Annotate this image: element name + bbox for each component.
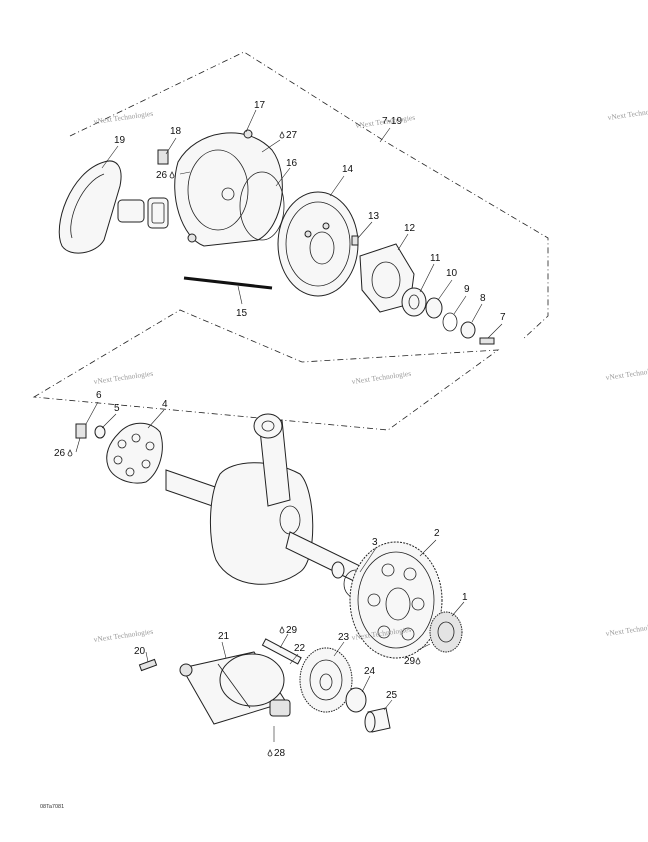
callout-9: 9 bbox=[464, 284, 470, 295]
drop-icon bbox=[415, 657, 421, 665]
part-5-washer bbox=[94, 425, 106, 439]
callout-10: 10 bbox=[446, 268, 458, 279]
callout-1: 1 bbox=[462, 592, 468, 603]
callout-19-cover: 19 bbox=[114, 135, 126, 146]
drop-icon bbox=[67, 449, 73, 457]
part-4-flywheel-plate bbox=[106, 422, 163, 484]
part-21-starter bbox=[179, 651, 291, 725]
callout-28: 28 bbox=[274, 748, 286, 759]
part-2-gear bbox=[349, 541, 443, 659]
drop-icon bbox=[279, 626, 285, 634]
watermark-text: vNext Technologies bbox=[605, 621, 648, 638]
part-14-rotor bbox=[277, 191, 359, 297]
drop-icon bbox=[267, 749, 273, 757]
part-22-pin bbox=[261, 638, 302, 665]
callout-2: 2 bbox=[434, 528, 440, 539]
part-10-washer bbox=[425, 297, 443, 319]
part-18-bolt bbox=[157, 149, 169, 165]
callout-24: 24 bbox=[364, 666, 376, 677]
watermark-text: vNext Technologies bbox=[93, 369, 154, 386]
drawing-code: 08Ta7081 bbox=[40, 804, 64, 810]
callout-5: 5 bbox=[114, 403, 120, 414]
callout-6: 6 bbox=[96, 390, 102, 401]
callout-20: 20 bbox=[134, 646, 146, 657]
callout-21: 21 bbox=[218, 631, 230, 642]
seal-window bbox=[147, 197, 169, 229]
part-11-sprag bbox=[401, 287, 427, 317]
part-17-housing bbox=[174, 129, 283, 247]
part-6-bolt bbox=[75, 423, 87, 439]
part-9-clip bbox=[442, 312, 458, 332]
watermark-text: vNext Technologies bbox=[351, 369, 412, 386]
callout-7-19: 7-19 bbox=[382, 116, 402, 127]
watermark-text: vNext Technologies bbox=[93, 627, 154, 644]
callout-12: 12 bbox=[404, 223, 416, 234]
part-19-cover bbox=[58, 160, 145, 254]
callout-13: 13 bbox=[368, 211, 380, 222]
callout-18: 18 bbox=[170, 126, 182, 137]
callout-8: 8 bbox=[480, 293, 486, 304]
part-7-screw bbox=[479, 337, 495, 345]
callout-26-upper: 26 bbox=[156, 170, 168, 181]
part-8-washer bbox=[460, 321, 476, 339]
lubricant-markers bbox=[67, 131, 421, 757]
callout-3: 3 bbox=[372, 537, 378, 548]
drop-icon bbox=[279, 131, 285, 139]
callout-22: 22 bbox=[294, 643, 306, 654]
callout-7: 7 bbox=[500, 312, 506, 323]
part-24-washer bbox=[345, 687, 367, 713]
part-13-key bbox=[351, 235, 359, 246]
callout-25: 25 bbox=[386, 690, 398, 701]
callout-23: 23 bbox=[338, 632, 350, 643]
watermark-text: vNext Technologies bbox=[93, 109, 154, 126]
part-20-screw bbox=[138, 658, 158, 672]
drop-icon bbox=[169, 171, 175, 179]
watermark-text: vNext Technologies bbox=[607, 105, 648, 122]
crankshaft bbox=[165, 413, 361, 585]
callout-27: 27 bbox=[286, 130, 298, 141]
callout-numbers: 17 27 18 19 7-19 16 26 14 13 12 11 10 9 … bbox=[54, 100, 506, 759]
leader-lines bbox=[75, 109, 503, 742]
part-15-gasket-strip bbox=[183, 276, 273, 290]
callout-4: 4 bbox=[162, 399, 168, 410]
callout-11: 11 bbox=[430, 253, 441, 264]
group-outline-middle bbox=[32, 309, 500, 431]
part-1-bearing bbox=[429, 611, 463, 653]
callout-14: 14 bbox=[342, 164, 354, 175]
callout-15: 15 bbox=[236, 308, 248, 319]
callout-29-pin: 29 bbox=[286, 625, 298, 636]
group-outline-upper bbox=[69, 51, 549, 341]
callout-29-bearing: 29 bbox=[404, 656, 416, 667]
callout-16: 16 bbox=[286, 158, 298, 169]
callout-17: 17 bbox=[254, 100, 266, 111]
part-23-gear bbox=[299, 647, 353, 713]
watermark-text: vNext Technologies bbox=[605, 365, 648, 382]
part-25-bushing bbox=[364, 707, 391, 733]
part-16-oring bbox=[239, 171, 285, 241]
callout-26-middle: 26 bbox=[54, 448, 66, 459]
